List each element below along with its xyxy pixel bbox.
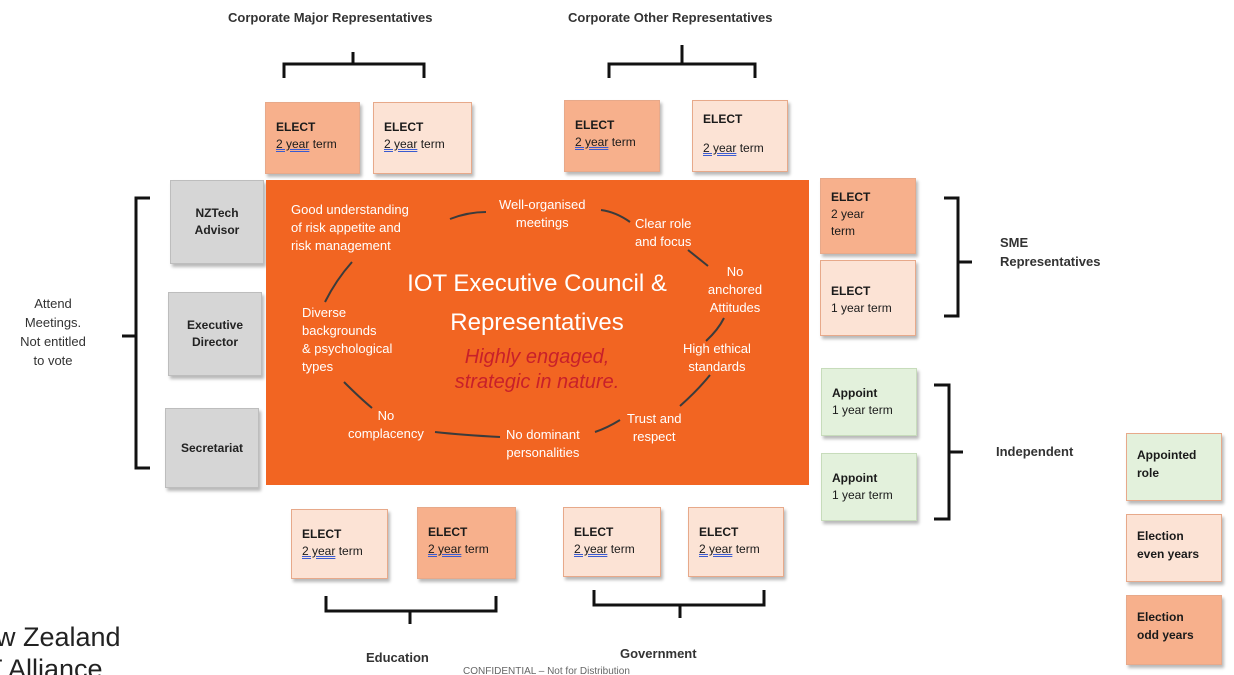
council-tagline: Highly engaged, strategic in nature. <box>454 346 620 393</box>
seat-title: ELECT <box>699 525 739 539</box>
executive-director-box: Executive Director <box>168 292 262 376</box>
seat-title: ELECT <box>384 120 424 134</box>
trait-no-dominant: No dominant personalities <box>506 427 580 460</box>
seat-term: 2 year term <box>703 140 787 157</box>
term-years: 2 year <box>699 542 733 556</box>
government-seat-2: ELECT 2 year term <box>688 507 784 577</box>
corporate-other-seat-2: ELECT 2 year term <box>692 100 788 172</box>
trait-no-anchored: No anchored Attitudes <box>707 264 763 315</box>
trait-trust-respect: Trust and respect <box>627 411 682 444</box>
term-years: 2 year <box>428 542 462 556</box>
term-years: 2 year <box>384 137 418 151</box>
trait-well-organised: Well-organised meetings <box>499 197 586 230</box>
term-suffix: term <box>608 135 636 149</box>
corporate-other-seat-1: ELECT 2 year term <box>564 100 660 172</box>
seat-title: Appoint <box>832 471 878 485</box>
seat-term: 2 year term <box>428 541 515 558</box>
term-suffix: term <box>736 141 764 155</box>
seat-term: 2 year term <box>699 541 783 558</box>
independent-seat-2: Appoint 1 year term <box>821 453 917 521</box>
group-label-sme: SME Representatives <box>1000 235 1101 269</box>
council-box <box>266 180 809 485</box>
corporate-major-seat-1: ELECT 2 year term <box>265 102 360 174</box>
term-line-2: term <box>831 224 855 238</box>
term-suffix: term <box>607 542 635 556</box>
nztech-advisor-box: NZTech Advisor <box>170 180 264 264</box>
seat-title: ELECT <box>575 118 615 132</box>
group-label-corporate-other: Corporate Other Representatives <box>568 10 773 25</box>
group-label-government: Government <box>620 646 697 661</box>
legend-election-even: Election even years <box>1126 514 1222 582</box>
government-seat-1: ELECT 2 year term <box>563 507 661 577</box>
term-years: 2 year <box>575 135 609 149</box>
seat-term: 2 year term <box>575 134 659 151</box>
group-label-corporate-major: Corporate Major Representatives <box>228 10 433 25</box>
term-suffix: term <box>732 542 760 556</box>
term-line-1: 1 year term <box>831 301 892 315</box>
education-seat-1: ELECT 2 year term <box>291 509 388 579</box>
advisor-label: Executive Director <box>186 318 244 349</box>
seat-title: ELECT <box>703 112 743 126</box>
term-suffix: term <box>309 137 337 151</box>
advisor-label: NZTech Advisor <box>194 206 240 237</box>
term-suffix: term <box>417 137 445 151</box>
trait-risk-understanding: Good understanding of risk appetite and … <box>291 202 409 253</box>
term-years: 2 year <box>276 137 310 151</box>
term-years: 2 year <box>574 542 608 556</box>
independent-seat-1: Appoint 1 year term <box>821 368 917 436</box>
secretariat-box: Secretariat <box>165 408 259 488</box>
seat-term: 2 year term <box>384 136 471 153</box>
confidential-note: CONFIDENTIAL – Not for Distribution <box>463 666 630 675</box>
advisor-label: Secretariat <box>180 440 244 455</box>
seat-title: ELECT <box>831 284 871 298</box>
seat-title: ELECT <box>428 525 468 539</box>
term-suffix: term <box>335 544 363 558</box>
seat-term: 2 year term <box>302 543 387 560</box>
council-title: IOT Executive Council & Representatives <box>407 270 667 336</box>
trait-diverse-backgrounds: Diverse backgrounds & psychological type… <box>302 305 393 374</box>
logo-text: w Zealand <box>0 622 121 652</box>
term-line-1: 2 year <box>831 207 865 221</box>
seat-title: Appoint <box>832 386 878 400</box>
trait-no-complacency: No complacency <box>348 408 424 441</box>
seat-term: 2 year term <box>574 541 660 558</box>
sme-seat-1: ELECT 2 year term <box>820 178 916 254</box>
group-label-education: Education <box>366 650 429 665</box>
seat-title: ELECT <box>302 527 342 541</box>
term-line-1: 1 year term <box>832 403 893 417</box>
term-years: 2 year <box>302 544 336 558</box>
logo-text-secondary: T Alliance <box>0 654 103 675</box>
attend-meetings-note: Attend Meetings. Not entitled to vote <box>20 296 86 368</box>
seat-title: ELECT <box>276 120 316 134</box>
sme-seat-2: ELECT 1 year term <box>820 260 916 336</box>
education-seat-2: ELECT 2 year term <box>417 507 516 579</box>
legend-appointed-role: Appointed role <box>1126 433 1222 501</box>
seat-term: 2 year term <box>276 136 359 153</box>
group-label-independent: Independent <box>996 444 1074 459</box>
legend-election-odd: Election odd years <box>1126 595 1222 665</box>
term-years: 2 year <box>703 141 737 155</box>
seat-title: ELECT <box>831 190 871 204</box>
term-line-1: 1 year term <box>832 488 893 502</box>
corporate-major-seat-2: ELECT 2 year term <box>373 102 472 174</box>
trait-clear-role: Clear role and focus <box>635 216 692 249</box>
trait-high-ethical: High ethical standards <box>683 341 751 374</box>
term-suffix: term <box>461 542 489 556</box>
seat-title: ELECT <box>574 525 614 539</box>
